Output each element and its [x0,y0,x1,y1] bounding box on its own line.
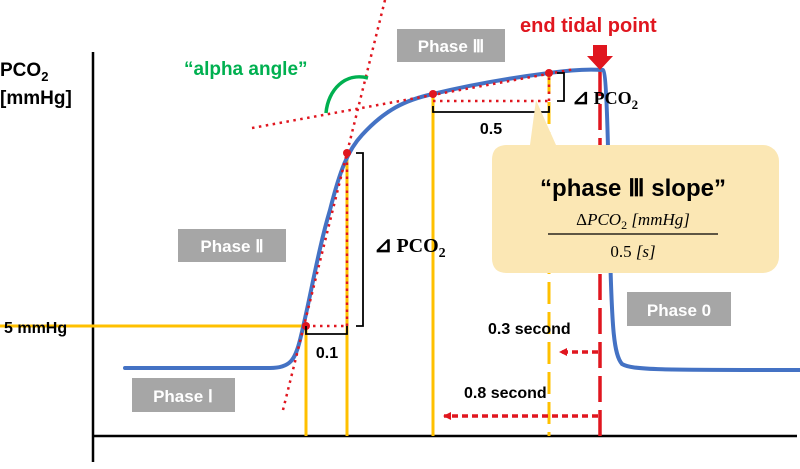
alpha-angle-arc [324,75,369,114]
bracket-dx-phase2 [305,326,348,335]
y-axis-label: PCO2 [0,60,48,84]
y-axis-unit: [mmHg] [0,88,72,109]
phase2-tangent-line [281,0,387,411]
delta-pco2-phase3-label: ⊿PCO2 [572,86,638,112]
phase3-box [397,29,505,62]
delta-pco2-phase2-label: ⊿PCO2 [374,232,446,261]
phase1-box [132,378,235,412]
point-phase3-start [429,90,437,98]
phase3-tangent-line [251,67,576,130]
dx-phase3-label: 0.5 [480,121,502,138]
phase3-label: Phase Ⅲ [418,37,485,56]
phase0-box [627,292,731,326]
end-tidal-label: end tidal point [520,15,657,37]
bracket-dy-phase3 [557,72,565,102]
time-0.8-second-label: 0.8 second [464,385,547,402]
time-0.3-second-label: 0.3 second [488,321,571,338]
end-tidal-arrow-icon [587,45,613,70]
dx-phase2-label: 0.1 [316,345,338,362]
phase0-label: Phase 0 [647,301,711,320]
phase2-label: Phase Ⅱ [200,237,263,256]
phase3-slope-title: “phase Ⅲ slope” [540,175,726,202]
bracket-dx-phase3 [432,106,550,113]
phase1-label: Phase Ⅰ [153,387,213,406]
alpha-angle-label: “alpha angle” [184,59,308,80]
slope-formula-denominator: 0.5 [s] [610,242,655,261]
slope-formula-numerator: ΔPCO2 [mmHg] [576,210,690,232]
bracket-dy-phase2 [356,152,364,327]
y-tick-5mmhg: 5 mmHg [4,320,67,337]
phase2-box [178,229,286,262]
phase3-slope-callout-body [492,145,779,273]
capnogram-curve [123,67,800,372]
point-phase2-top [343,149,351,157]
point-phase3-end [545,69,553,77]
